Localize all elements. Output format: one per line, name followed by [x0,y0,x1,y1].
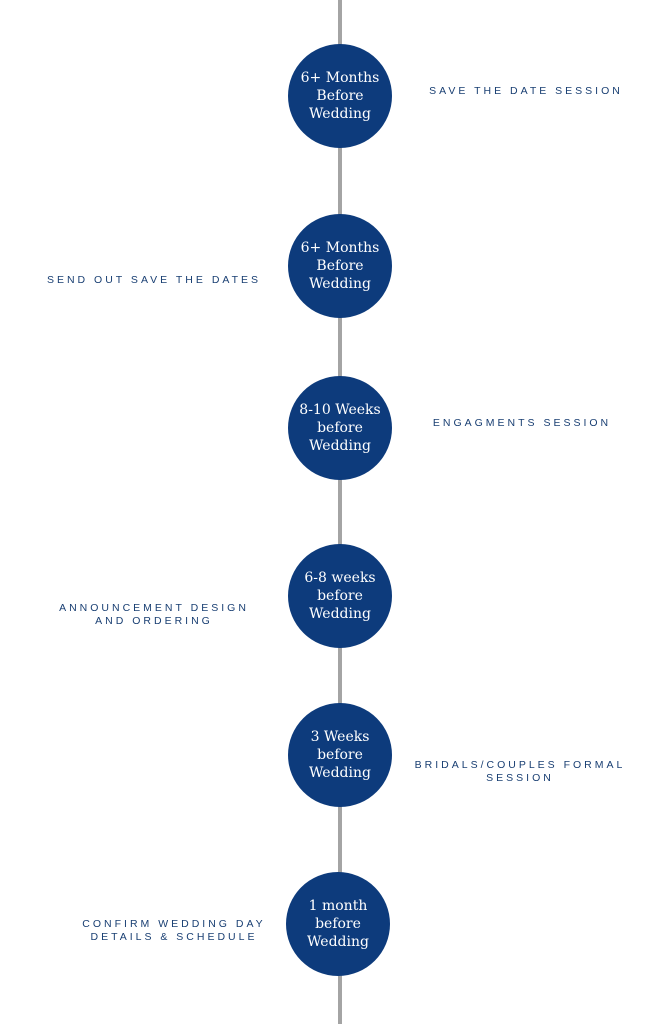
milestone-label-line: AND ORDERING [95,615,213,627]
milestone-node-6: 1 month before Wedding [286,872,390,976]
milestone-label-1: SAVE THE DATE SESSION [424,85,628,98]
milestone-time-line: Wedding [309,765,371,781]
milestone-label-2: SEND OUT SAVE THE DATES [44,274,264,287]
milestone-time-line: Before [316,88,364,104]
milestone-time-line: Before [316,258,364,274]
milestone-label-6: CONFIRM WEDDING DAY DETAILS & SCHEDULE [64,918,284,944]
milestone-label-line: BRIDALS/COUPLES FORMAL [414,759,626,771]
milestone-time-line: 1 month [308,898,368,914]
milestone-label-line: SAVE THE DATE SESSION [429,85,623,97]
timeline-spine [338,0,342,1024]
milestone-label-line: DETAILS & SCHEDULE [90,931,258,943]
milestone-time-line: Wedding [309,276,371,292]
milestone-label-line: ANNOUNCEMENT DESIGN [59,602,249,614]
milestone-time-line: 6+ Months [300,70,380,86]
milestone-time-line: before [317,588,363,604]
milestone-time-line: 3 Weeks [310,729,370,745]
milestone-time-line: Wedding [309,438,371,454]
milestone-label-line: SEND OUT SAVE THE DATES [46,274,262,286]
milestone-time-line: 8-10 Weeks [299,402,381,418]
milestone-time-line: before [317,420,363,436]
milestone-node-4: 6-8 weeks before Wedding [288,544,392,648]
milestone-time-line: Wedding [309,106,371,122]
milestone-label-4: ANNOUNCEMENT DESIGN AND ORDERING [44,602,264,628]
milestone-time-line: Wedding [307,934,369,950]
milestone-label-line: SESSION [486,772,554,784]
milestone-label-3: ENGAGMENTS SESSION [424,417,620,430]
milestone-node-2: 6+ Months Before Wedding [288,214,392,318]
milestone-time-line: 6+ Months [300,240,380,256]
milestone-label-line: CONFIRM WEDDING DAY [82,918,266,930]
milestone-time-line: before [315,916,361,932]
milestone-time-line: 6-8 weeks [304,570,376,586]
milestone-time-line: Wedding [309,606,371,622]
milestone-time-line: before [317,747,363,763]
milestone-node-1: 6+ Months Before Wedding [288,44,392,148]
milestone-label-line: ENGAGMENTS SESSION [432,417,612,429]
milestone-label-5: BRIDALS/COUPLES FORMAL SESSION [408,759,632,785]
milestone-node-3: 8-10 Weeks before Wedding [288,376,392,480]
milestone-node-5: 3 Weeks before Wedding [288,703,392,807]
